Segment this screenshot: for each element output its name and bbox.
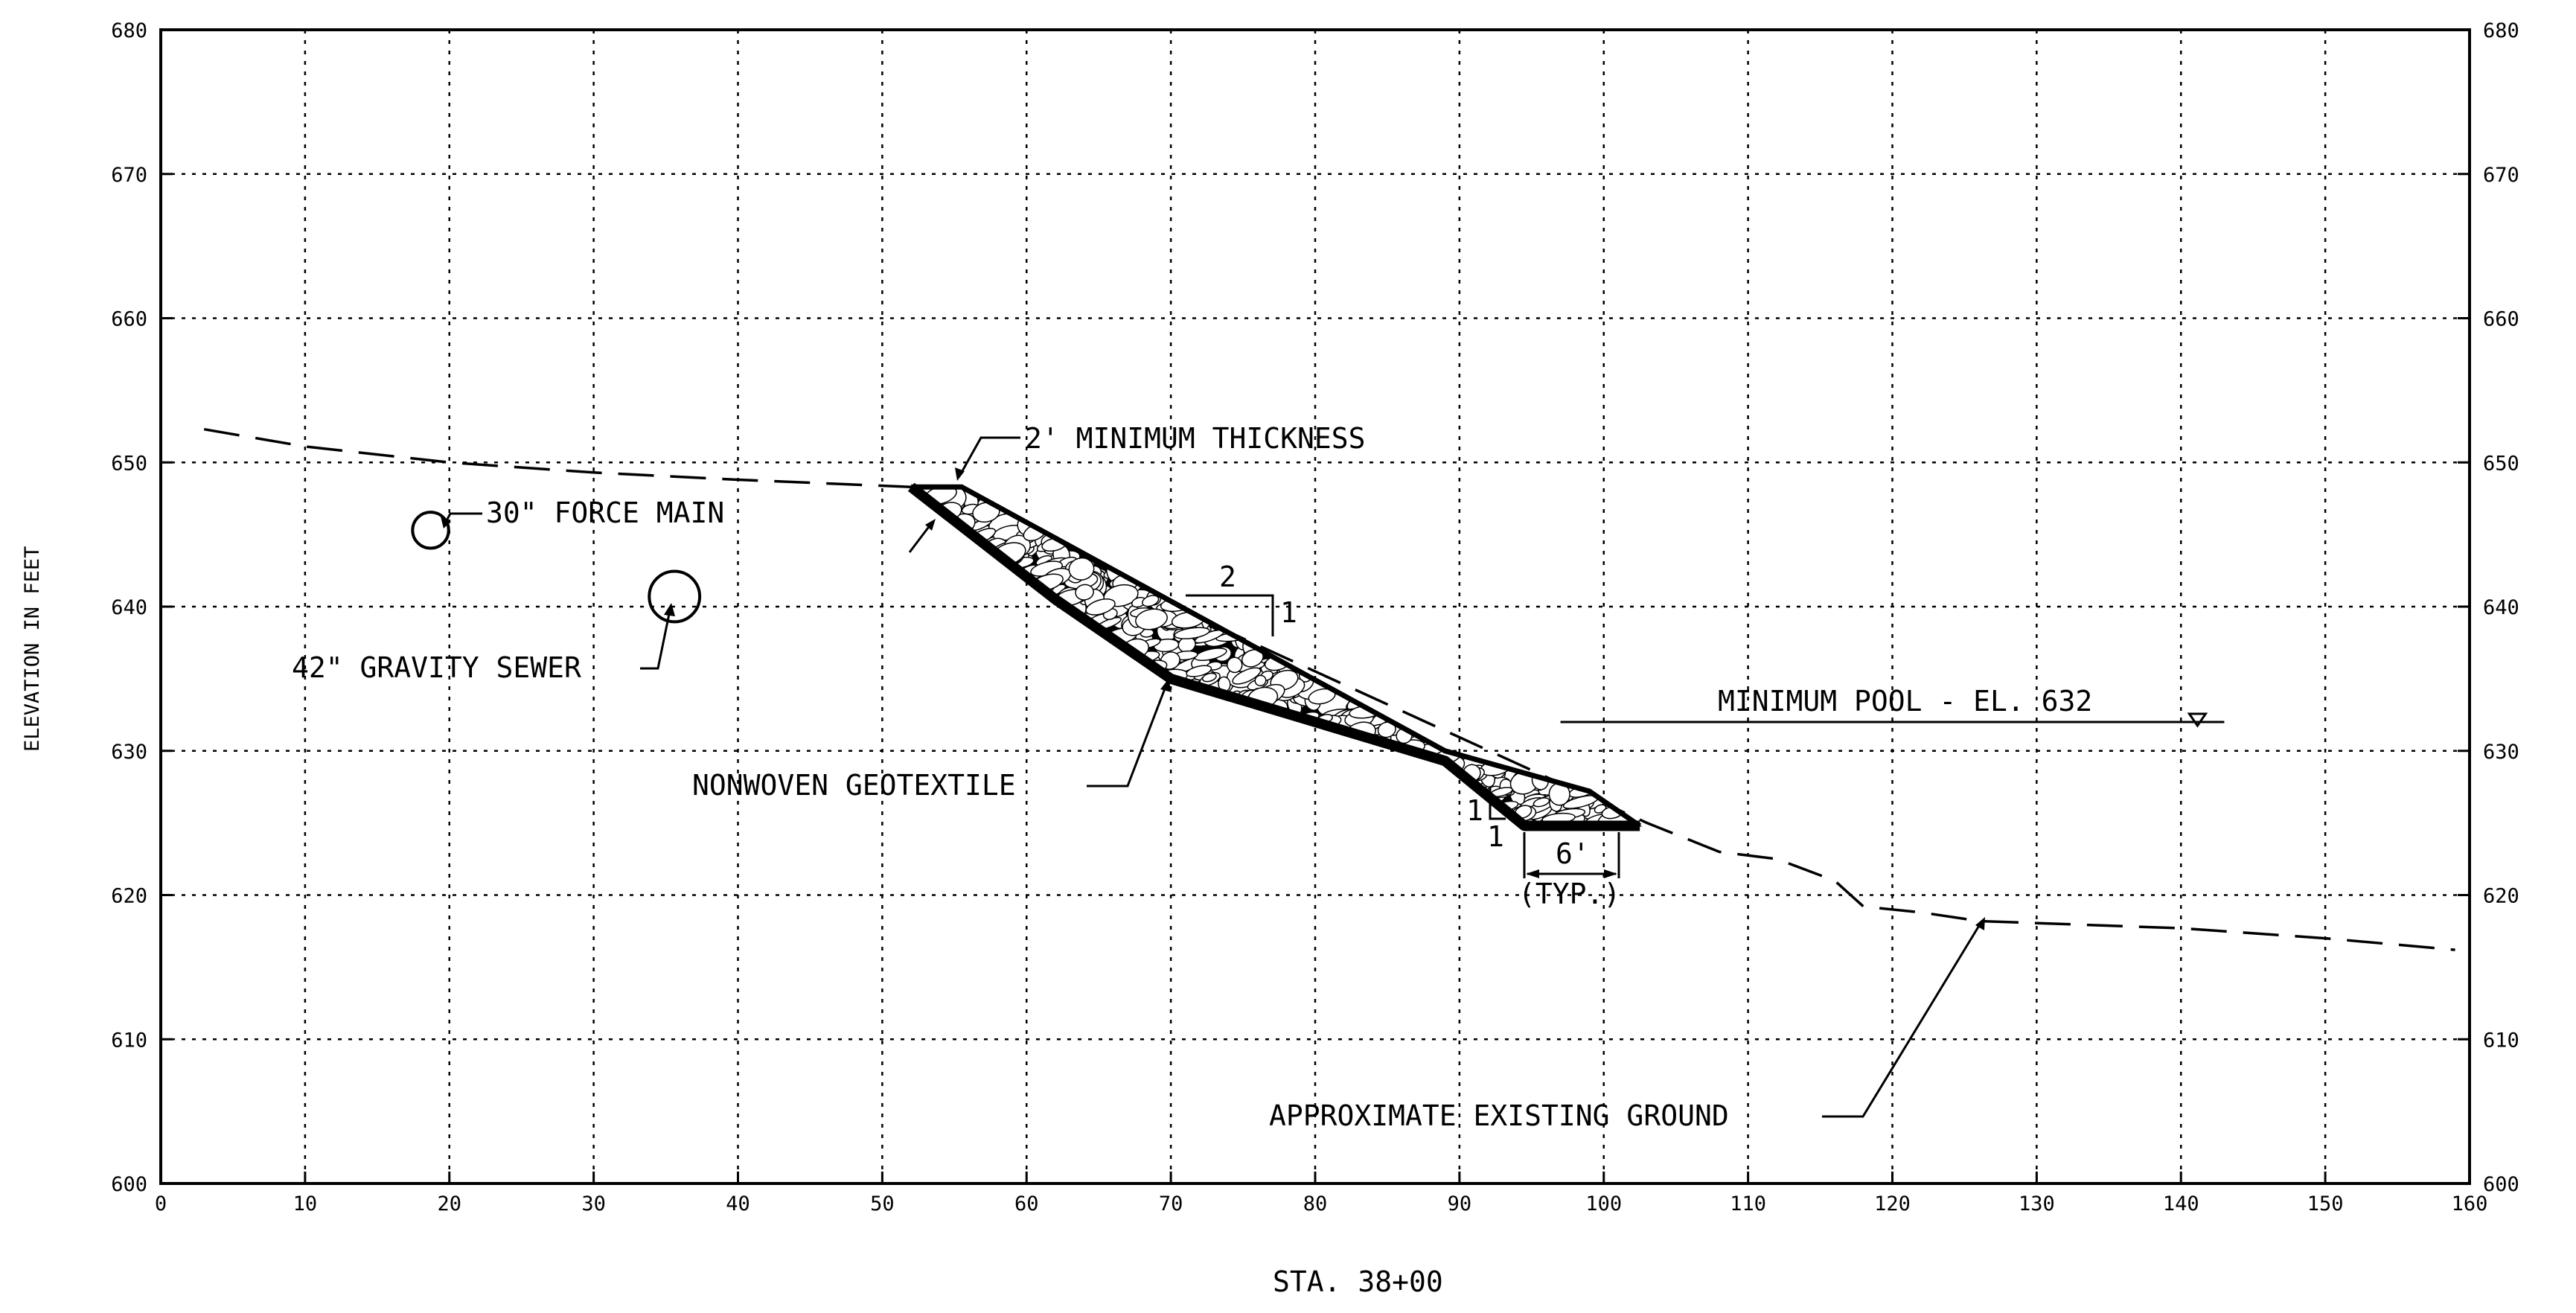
x-tick-label: 80 <box>1303 1192 1328 1215</box>
y-tick-label-right: 680 <box>2483 19 2519 42</box>
arrowhead-thickness-top <box>955 467 965 481</box>
riprap-stone <box>1232 667 1262 685</box>
x-tick-label: 100 <box>1585 1192 1622 1215</box>
gravity-sewer-pipe <box>648 569 702 624</box>
x-tick-label: 120 <box>1874 1192 1911 1215</box>
toe-width-label: 6' <box>1556 837 1590 870</box>
riprap-stone <box>1227 656 1243 674</box>
slope-run-label: 2 <box>1219 560 1236 593</box>
riprap-stone <box>1201 672 1217 683</box>
x-tick-label: 90 <box>1448 1192 1472 1215</box>
y-tick-label-right: 640 <box>2483 596 2519 619</box>
existing-ground-label: APPROXIMATE EXISTING GROUND <box>1269 1099 1729 1132</box>
leader-lines <box>444 436 1981 1118</box>
slope-2to1-mark <box>1186 594 1274 636</box>
y-tick-label-left: 650 <box>111 452 147 475</box>
arrowhead-ground <box>1975 917 1985 930</box>
arrowhead-geotextile <box>1160 679 1172 692</box>
gravity-sewer-leader <box>640 610 671 670</box>
y-tick-label-right: 620 <box>2483 885 2519 908</box>
arrowhead-dim-left <box>1526 869 1539 878</box>
riprap-stone <box>1241 649 1264 668</box>
x-tick-label: 110 <box>1730 1192 1766 1215</box>
toe-slope-mark <box>1489 787 1506 820</box>
x-tick-label: 20 <box>437 1192 461 1215</box>
riprap-stone <box>1068 557 1095 581</box>
min-thickness-label: 2' MINIMUM THICKNESS <box>1025 422 1366 455</box>
riprap-stone <box>1254 674 1267 686</box>
riprap-stone <box>1377 721 1396 738</box>
toe-rise-label: 1 <box>1466 794 1483 827</box>
geotextile-label: NONWOVEN GEOTEXTILE <box>692 769 1016 802</box>
y-tick-label-left: 600 <box>111 1173 147 1196</box>
y-tick-label-left: 670 <box>111 164 147 187</box>
y-axis-label: ELEVATION IN FEET <box>21 546 44 752</box>
force-main-label: 30" FORCE MAIN <box>486 496 724 529</box>
y-tick-label-left: 660 <box>111 308 147 331</box>
x-tick-label: 160 <box>2452 1192 2488 1215</box>
riprap-blanket <box>907 482 1643 831</box>
x-tick-label: 30 <box>581 1192 606 1215</box>
riprap-stone <box>1174 627 1210 639</box>
x-tick-label: 150 <box>2307 1192 2344 1215</box>
toe-run-label: 1 <box>1487 820 1504 853</box>
gravity-sewer-label: 42" GRAVITY SEWER <box>292 651 581 684</box>
arrowhead-sewer <box>664 603 675 616</box>
x-tick-label: 130 <box>2019 1192 2055 1215</box>
y-tick-label-right: 610 <box>2483 1029 2519 1052</box>
geotextile-line <box>907 482 1640 831</box>
riprap-stone <box>1194 648 1227 662</box>
geotextile-leader <box>1087 684 1168 788</box>
minimum-pool-label: MINIMUM POOL - EL. 632 <box>1718 685 2092 718</box>
toe-dim-line <box>1523 832 1620 878</box>
riprap-stone <box>1533 797 1550 808</box>
arrowhead-force-main <box>441 517 451 528</box>
force-main-leader <box>444 512 482 524</box>
thickness-arrow-lower <box>908 524 932 553</box>
x-tick-label: 50 <box>870 1192 895 1215</box>
force-main-pipe <box>411 511 450 550</box>
y-tick-label-left: 610 <box>111 1029 147 1052</box>
slope-rise-label: 1 <box>1280 596 1297 629</box>
x-tick-label: 10 <box>293 1192 318 1215</box>
x-tick-label: 70 <box>1159 1192 1183 1215</box>
y-tick-label-left: 640 <box>111 596 147 619</box>
x-tick-label: 0 <box>155 1192 167 1215</box>
arrowheads <box>441 467 1985 930</box>
arrowhead-dim-right <box>1604 869 1617 878</box>
riprap-stone <box>1135 608 1168 630</box>
toe-width-note: (TYP.) <box>1518 878 1620 910</box>
x-tick-label: 60 <box>1014 1192 1039 1215</box>
y-tick-label-right: 630 <box>2483 741 2519 764</box>
station-label: STA. 38+00 <box>1273 1265 1443 1298</box>
riprap-top-line <box>911 484 1642 828</box>
riprap-stone <box>1085 598 1116 616</box>
thickness-leader <box>959 436 1020 476</box>
arrowhead-thickness-bottom <box>925 519 936 531</box>
ground-leader <box>1822 924 1981 1118</box>
y-tick-label-right: 660 <box>2483 308 2519 331</box>
existing-ground-line <box>203 427 2455 951</box>
riprap-stone <box>1186 665 1212 677</box>
grid-lines <box>161 30 2470 1183</box>
y-tick-label-right: 600 <box>2483 1173 2519 1196</box>
riprap-stone <box>1075 584 1094 601</box>
y-tick-label-left: 680 <box>111 19 147 42</box>
x-tick-label: 140 <box>2163 1192 2199 1215</box>
riprap-stone <box>1142 595 1160 607</box>
x-tick-label: 40 <box>726 1192 750 1215</box>
water-surface-symbol <box>2187 712 2208 728</box>
y-tick-label-left: 630 <box>111 741 147 764</box>
y-tick-label-left: 620 <box>111 885 147 908</box>
y-tick-label-right: 650 <box>2483 452 2519 475</box>
y-tick-label-right: 670 <box>2483 164 2519 187</box>
